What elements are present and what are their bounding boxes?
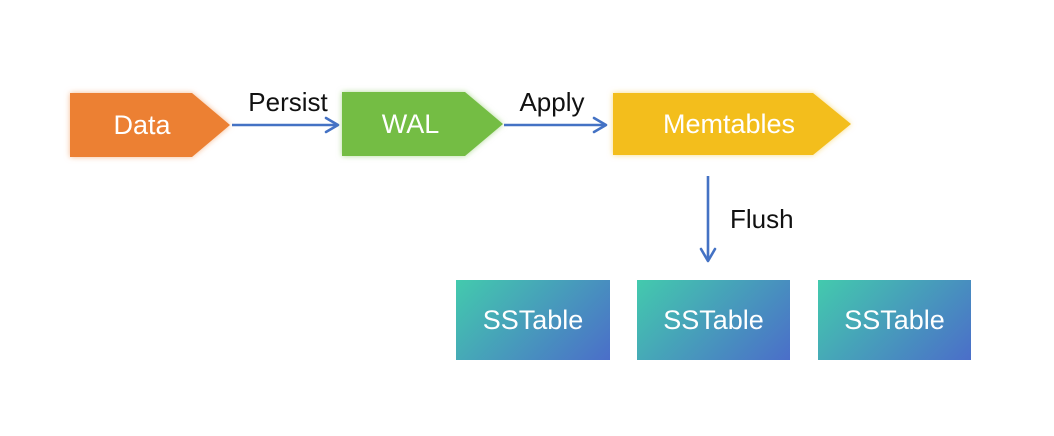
- flush-arrow-icon: [697, 174, 719, 269]
- persist-edge-label: Persist: [248, 87, 328, 117]
- node-wal: WAL: [342, 92, 503, 156]
- node-data: Data: [70, 93, 230, 157]
- node-sstable-2: SSTable: [637, 280, 790, 360]
- node-data-label: Data: [70, 93, 230, 157]
- node-memtables-label: Memtables: [613, 93, 851, 155]
- node-memtables: Memtables: [613, 93, 851, 155]
- apply-edge-label: Apply: [519, 87, 585, 117]
- persist-arrow-icon: [230, 114, 346, 136]
- flush-edge-label: Flush: [730, 204, 794, 234]
- apply-arrow-icon: [502, 114, 614, 136]
- node-sstable-3: SSTable: [818, 280, 971, 360]
- node-wal-label: WAL: [342, 92, 503, 156]
- node-sstable-1: SSTable: [456, 280, 610, 360]
